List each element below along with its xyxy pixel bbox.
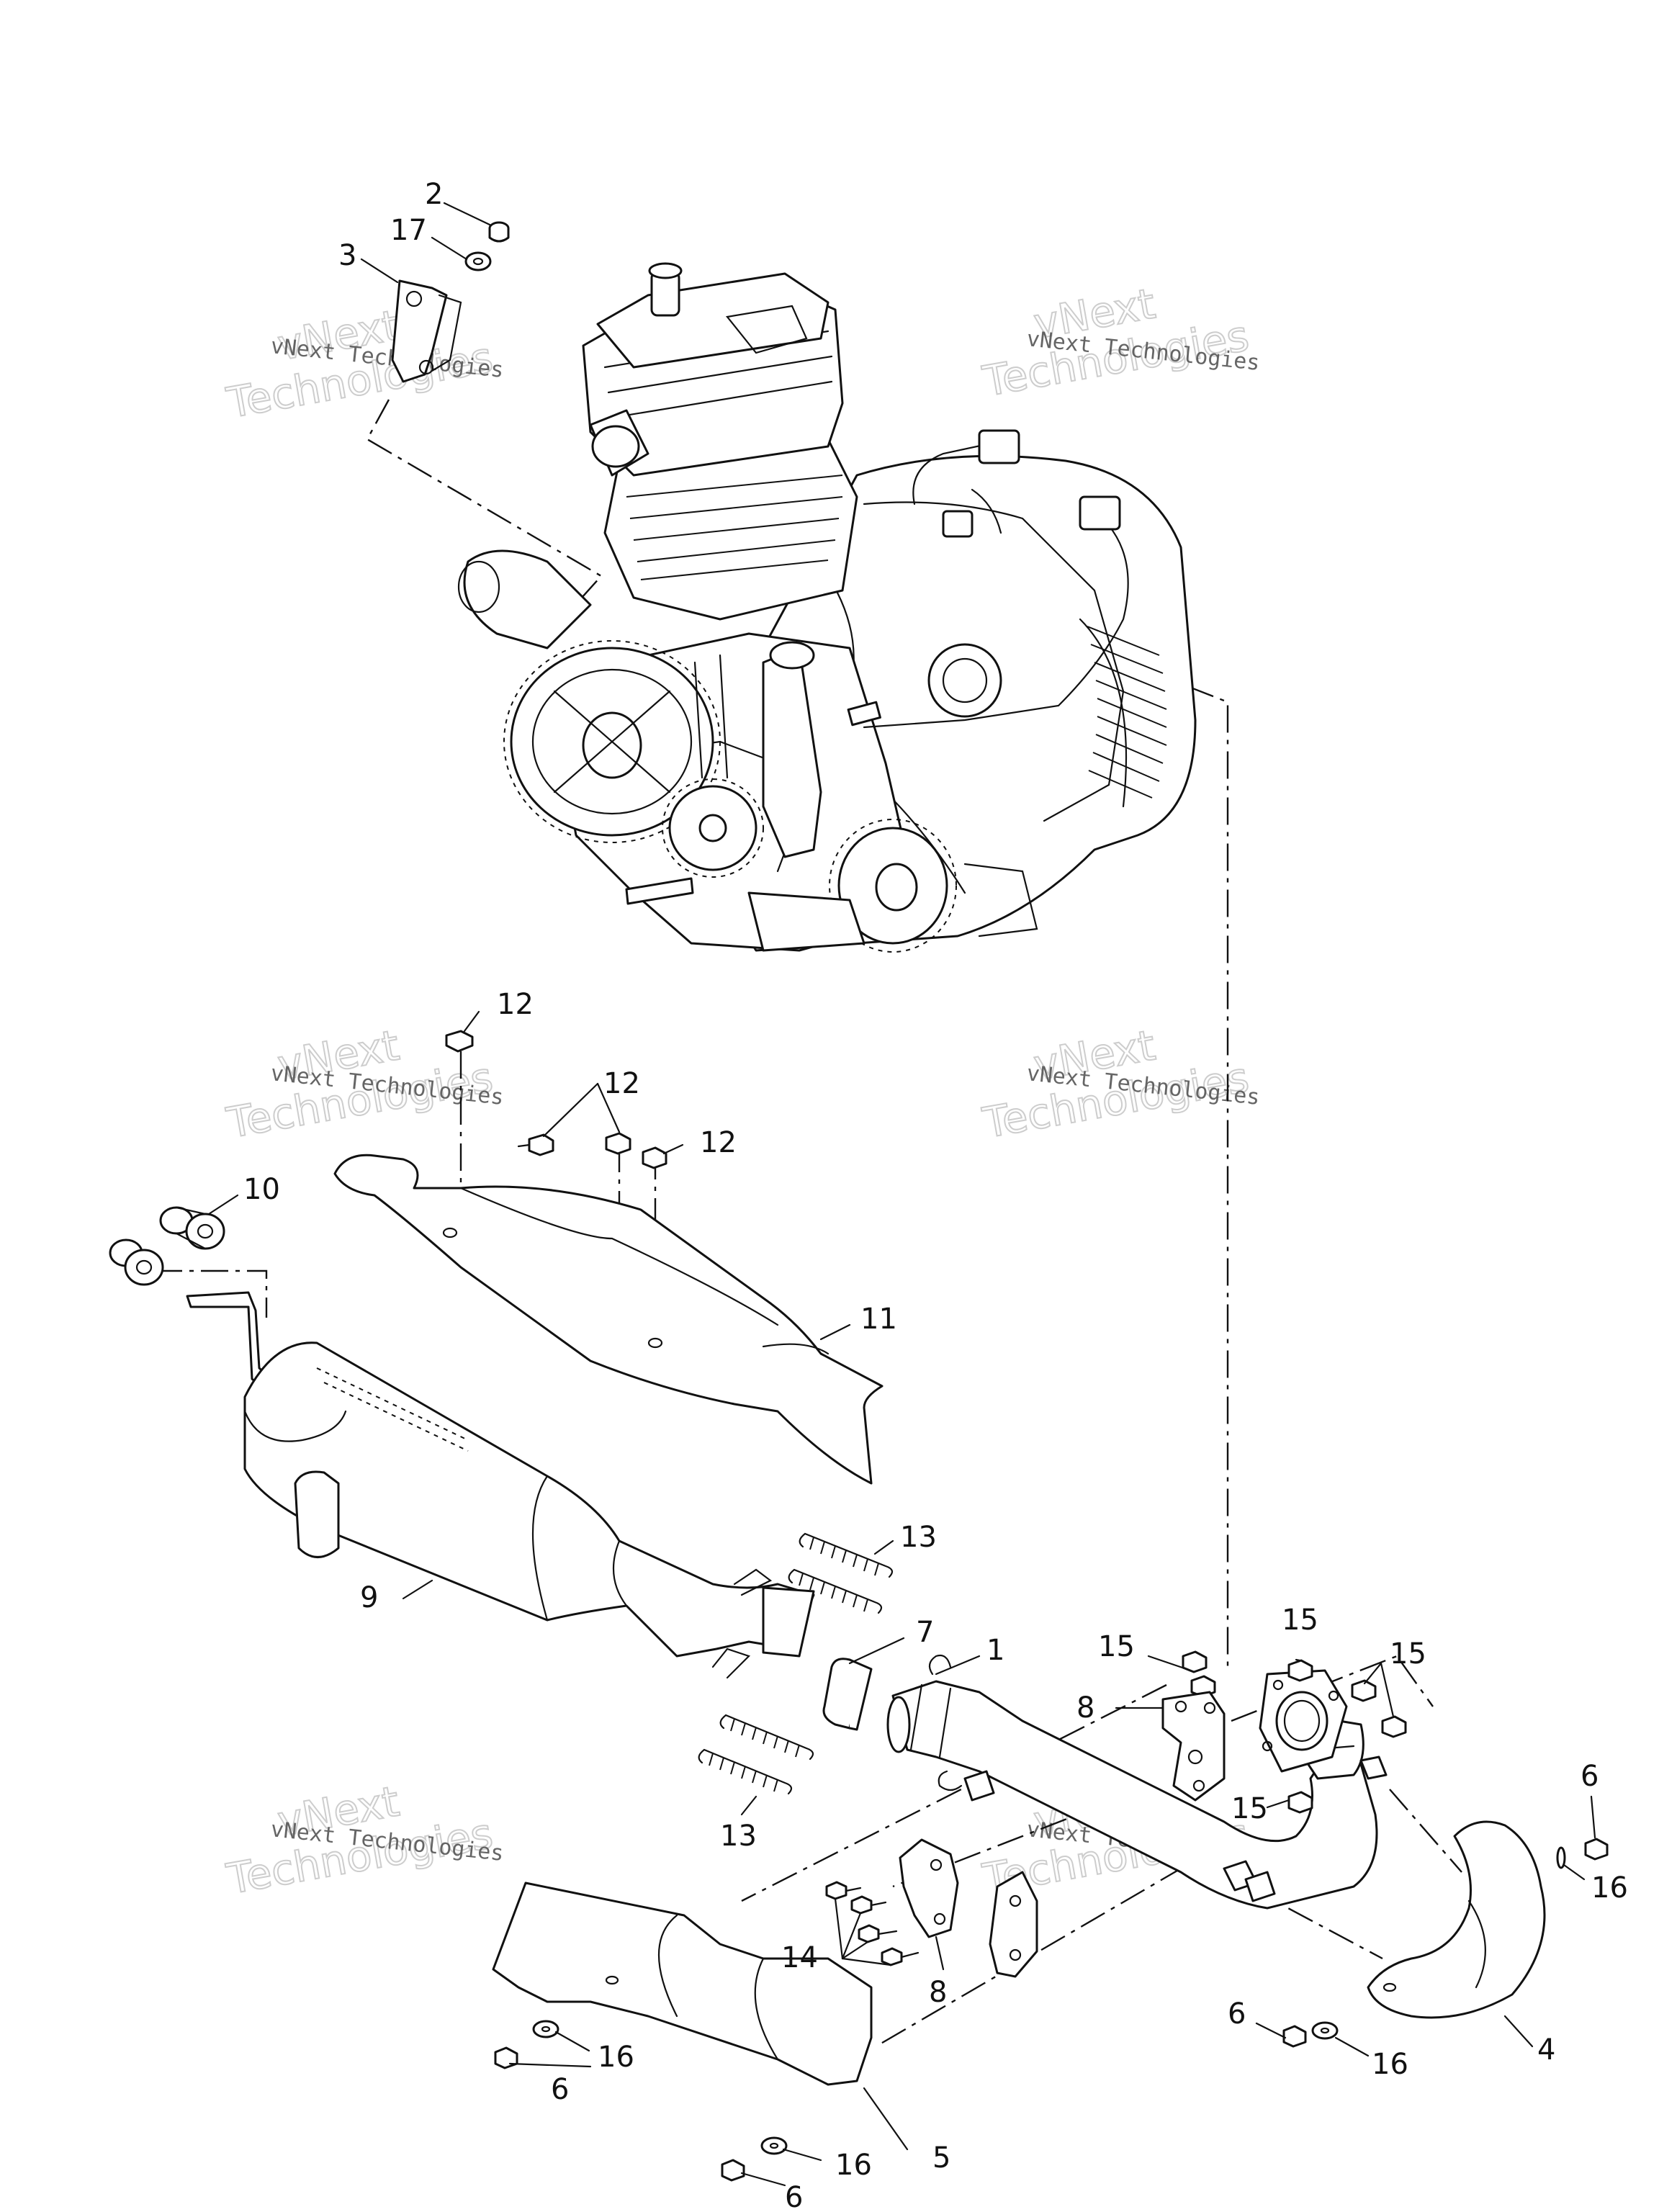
part-1-exhaust-head-pipe <box>886 1654 1388 1910</box>
watermark-mid-right: vNext Technologies vNext Technologies <box>979 1020 1262 1148</box>
callout-15-top: 15 <box>1282 1604 1318 1637</box>
part-17-washer <box>464 251 492 271</box>
part-16-washer-right <box>1556 1846 1566 1869</box>
part-14-bolt-d <box>881 1947 920 1966</box>
part-10-grommet-a <box>159 1206 225 1250</box>
part-13-spring-b <box>788 1568 883 1614</box>
part-12-bolt-mid <box>605 1132 631 1155</box>
sensor-connector-1 <box>978 429 1020 464</box>
part-13-spring-a <box>799 1532 894 1578</box>
part-12-bolt-right <box>642 1146 667 1169</box>
part-7-seal-ring <box>822 1658 873 1731</box>
callout-16-lower-right: 16 <box>1372 2048 1408 2081</box>
part-4-head-pipe-heat-shield <box>1367 1820 1546 2019</box>
callout-6-right: 6 <box>1581 1760 1599 1793</box>
callout-8-lower: 8 <box>929 1976 947 2009</box>
watermark-low-left: vNext Technologies vNext Technologies <box>222 1776 505 1905</box>
part-9-muffler <box>186 1291 815 1679</box>
callout-2: 2 <box>425 178 443 211</box>
part-14-bolt-a <box>825 1881 862 1900</box>
sensor-connector-2 <box>1079 495 1121 531</box>
leader-lines <box>207 202 1596 2187</box>
part-5-pipe-heat-shield <box>492 1881 873 2086</box>
callout-11: 11 <box>860 1303 897 1336</box>
part-12-bolt-left <box>517 1133 554 1156</box>
part-10-grommet-b <box>109 1238 164 1286</box>
callout-17: 17 <box>390 214 427 247</box>
callout-16-bottom: 16 <box>835 2149 872 2182</box>
callout-12-right: 12 <box>700 1126 737 1159</box>
part-13-spring-c <box>719 1714 814 1761</box>
callout-6-lower-right: 6 <box>1228 1997 1246 2031</box>
part-16-washer-lower-left <box>532 2020 559 2038</box>
callout-5: 5 <box>932 2141 950 2175</box>
part-8-bracket-lower <box>899 1838 1038 1978</box>
callout-labels: 2 17 3 12 12 12 10 11 9 13 13 7 1 15 15 … <box>243 178 1628 2212</box>
callout-14: 14 <box>781 1941 818 1974</box>
callout-13-lower: 13 <box>720 1820 757 1853</box>
engine-assembly <box>457 262 1197 953</box>
callout-8-upper: 8 <box>1076 1691 1094 1725</box>
callout-15-right: 15 <box>1390 1637 1426 1671</box>
watermark-top-right: vNext Technologies vNext Technologies <box>979 278 1262 407</box>
callout-15-left: 15 <box>1098 1630 1135 1663</box>
part-12-bolt-top <box>445 1030 474 1053</box>
callout-4: 4 <box>1537 2033 1555 2067</box>
callout-6-lower-left: 6 <box>551 2073 569 2106</box>
part-2-bolt <box>488 221 510 243</box>
part-16-washer-lower-right <box>1311 2021 1339 2040</box>
part-3-engine-bracket <box>391 279 462 383</box>
part-15-nut-f <box>1287 1791 1313 1814</box>
callout-9: 9 <box>360 1581 378 1614</box>
part-13-spring-d <box>698 1748 793 1795</box>
part-6-bolt-right <box>1584 1838 1609 1861</box>
callout-10: 10 <box>243 1173 280 1206</box>
part-16-washer-bottom <box>760 2136 788 2155</box>
part-15-nut-c <box>1287 1659 1313 1682</box>
callout-16-lower-left: 16 <box>598 2041 634 2074</box>
part-15-nut-d <box>1351 1679 1377 1702</box>
sensor-connector-3 <box>942 510 974 538</box>
watermark-top-left: vNext Technologies vNext Technologies <box>222 300 505 428</box>
part-14-bolt-c <box>858 1924 898 1943</box>
callout-15-bottom: 15 <box>1231 1792 1268 1825</box>
callout-1: 1 <box>986 1634 1004 1667</box>
part-15-nut-e <box>1381 1715 1407 1738</box>
part-11-muffler-heat-shield <box>333 1154 884 1485</box>
callout-3: 3 <box>338 239 356 272</box>
callout-16-right: 16 <box>1591 1871 1628 1905</box>
part-6-bolt-lower-left <box>494 2046 518 2069</box>
part-6-bolt-lower-right <box>1282 2025 1307 2048</box>
callout-7: 7 <box>916 1616 934 1649</box>
part-6-bolt-bottom <box>721 2159 745 2182</box>
callout-13-upper: 13 <box>900 1521 937 1554</box>
part-8-bracket-upper <box>1161 1691 1226 1802</box>
cvt-cooling-fins <box>1079 618 1167 808</box>
part-14-bolt-b <box>850 1895 887 1915</box>
callout-6-bottom: 6 <box>785 2181 803 2212</box>
callout-12-mid: 12 <box>603 1067 640 1100</box>
callout-12-top: 12 <box>497 988 534 1021</box>
